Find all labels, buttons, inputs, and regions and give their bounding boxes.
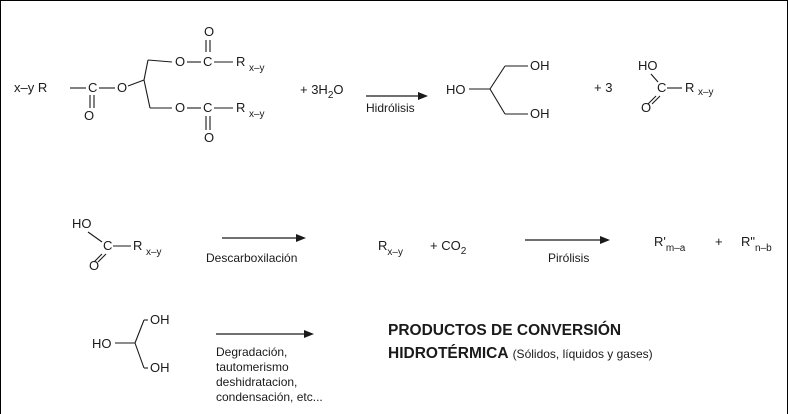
acid1-r-group: R <box>685 80 694 95</box>
alkane-product: Rx–y <box>378 238 403 258</box>
pyrolysis-arrow-head <box>600 236 610 244</box>
tg-bond-o-ch <box>127 79 145 87</box>
fatty-acid-reactant: HO C O R x–y <box>72 216 162 273</box>
glycerol-oh-top: OH <box>530 58 550 73</box>
pyrolysis-product-1: R'm–a <box>654 234 686 254</box>
fatty-acid-product: HO C O R x–y <box>638 58 714 115</box>
tg-bond-ch2-o-top <box>147 59 173 63</box>
glycerol-ho-left: HO <box>446 82 466 97</box>
glycerol-reactant: HO OH OH <box>92 312 170 375</box>
products-title-line-2: HIDROTÉRMICA(Sólidos, líquidos y gases) <box>388 345 653 362</box>
triglyceride-bottom-carbonyl-carbon: C <box>203 100 212 115</box>
pyrolysis-label: Pirólisis <box>548 251 589 265</box>
triglyceride-top-ester-oxygen: O <box>175 54 185 69</box>
acid2-subscript: x–y <box>146 247 162 258</box>
bond-layer <box>70 40 682 369</box>
acid1-bond-c-o-double-a <box>647 95 657 105</box>
triglyceride-ester-oxygen: O <box>117 80 127 95</box>
tg-bond-ch-ch2-bottom <box>143 79 151 109</box>
triglyceride-top-subscript: x–y <box>249 63 265 74</box>
pyrolysis-plus: + <box>715 234 723 249</box>
glycerol2-ho-left: HO <box>92 336 112 351</box>
degradation-arrow-head <box>304 330 314 338</box>
acid2-bond-c-o-double-a <box>93 253 103 263</box>
triglyceride-top-carbonyl-carbon: C <box>203 54 212 69</box>
triglyceride-carbonyl-carbon: C <box>88 80 97 95</box>
products-title-line-1: PRODUCTOS DE CONVERSIÓN <box>388 321 621 339</box>
plus-three-coefficient: + 3 <box>594 80 612 95</box>
arrow-layer <box>216 92 610 338</box>
gly2-bond-c-ctop <box>134 319 145 344</box>
acid2-bond-c-o-double-b <box>97 253 107 263</box>
water-reagent: + 3H2O <box>300 82 344 101</box>
triglyceride-bottom-r-group: R <box>236 100 245 115</box>
triglyceride-top-r-group: R <box>236 54 245 69</box>
triglyceride-bottom-subscript: x–y <box>249 109 265 120</box>
glycerol2-oh-bottom: OH <box>150 360 170 375</box>
acid1-carbonyl-oxygen: O <box>641 100 651 115</box>
acid1-hydroxyl: HO <box>638 58 658 73</box>
pyrolysis-product-2: R"n–b <box>741 234 772 254</box>
acid1-bond-c-o-double-b <box>651 95 661 105</box>
degradation-conditions: Degradación, tautomerismo deshidratacion… <box>216 345 323 404</box>
acid2-carbonyl-oxygen: O <box>89 258 99 273</box>
acid1-subscript: x–y <box>698 87 714 98</box>
triglyceride-bottom-ester-oxygen: O <box>175 100 185 115</box>
acid1-carbon: C <box>657 80 666 95</box>
triglyceride-bottom-carbonyl-oxygen: O <box>204 130 214 145</box>
acid2-carbon: C <box>103 238 112 253</box>
triglyceride-carbonyl-oxygen: O <box>84 108 94 123</box>
triglyceride-molecule: x–y R C O O O C O R x–y O C O R x–y <box>14 24 265 145</box>
carbon-dioxide-product: + CO2 <box>430 238 467 257</box>
hydrolysis-arrow-head <box>418 92 428 100</box>
glycerol2-oh-top: OH <box>150 312 170 327</box>
acid1-bond-ho-c <box>650 73 659 83</box>
triglyceride-top-carbonyl-oxygen: O <box>204 24 214 39</box>
condition-line-1: Degradación, <box>216 345 287 359</box>
glycerol-product: HO OH OH <box>446 58 550 121</box>
decarboxylation-label: Descarboxilación <box>206 251 297 265</box>
decarboxylation-arrow-head <box>296 234 306 242</box>
acid2-r-group: R <box>133 238 142 253</box>
glycerol-oh-bottom: OH <box>530 106 550 121</box>
hydrolysis-label: Hidrólisis <box>366 101 415 115</box>
acid2-bond-ho-c <box>87 231 103 243</box>
gly1-bond-c-ctop <box>489 65 506 90</box>
gly1-bond-c-cbottom <box>489 88 506 115</box>
condition-line-3: deshidratacion, <box>216 375 297 389</box>
condition-line-4: condensación, etc... <box>216 390 323 404</box>
triglyceride-left-group: x–y R <box>14 80 47 95</box>
condition-line-2: tautomerismo <box>216 360 289 374</box>
gly2-bond-c-cbottom <box>134 342 145 369</box>
tg-bond-ch-ch2-top <box>143 59 149 81</box>
acid2-hydroxyl: HO <box>72 216 92 231</box>
